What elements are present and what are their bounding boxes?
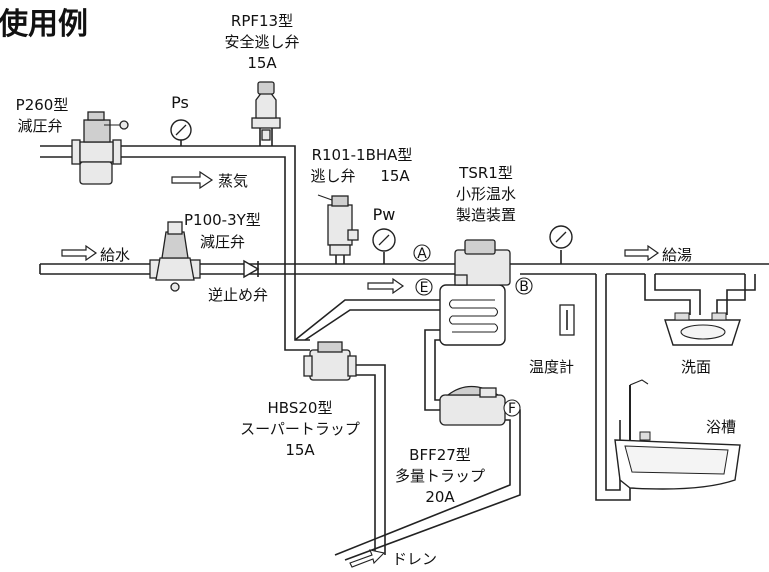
point-e-marker: E [415, 278, 433, 296]
label-p100: P100-3Y型 減圧弁 [184, 211, 261, 251]
label-drain: ドレン [392, 550, 437, 568]
label-tsr1: TSR1型 小形温水 製造装置 [456, 164, 516, 224]
r101-relief-valve [317, 194, 359, 256]
hbs20-steam-trap [303, 341, 357, 381]
flow-arrow-hot-out [624, 244, 660, 262]
label-washbasin: 洗面 [681, 358, 711, 376]
outlet-pressure-gauge [549, 225, 573, 249]
svg-text:減圧弁: 減圧弁 [17, 117, 62, 135]
svg-text:P260型: P260型 [16, 96, 69, 114]
washbasin [664, 312, 741, 346]
point-b-marker: B [515, 277, 533, 295]
point-f-marker: F [503, 399, 521, 417]
rpf13-safety-valve [251, 81, 281, 141]
label-thermometer: 温度計 [529, 358, 574, 376]
svg-text:RPF13型: RPF13型 [231, 12, 293, 30]
svg-text:15A: 15A [285, 441, 315, 459]
tsr1-water-heater [439, 239, 511, 346]
svg-text:逃し弁: 逃し弁 [310, 167, 355, 185]
water-supply-line [39, 250, 745, 275]
ps-pressure-gauge [170, 119, 192, 141]
svg-text:TSR1型: TSR1型 [458, 164, 513, 182]
label-bathtub: 浴槽 [706, 418, 736, 436]
check-valve [243, 259, 260, 279]
svg-text:スーパートラップ: スーパートラップ [240, 420, 360, 438]
pw-pressure-gauge [372, 228, 396, 252]
bff27-float-trap [439, 385, 506, 426]
svg-text:20A: 20A [425, 488, 455, 506]
svg-text:小形温水: 小形温水 [456, 185, 516, 203]
label-r101: R101-1BHA型 逃し弁 15A [310, 146, 412, 185]
svg-text:P100-3Y型: P100-3Y型 [184, 211, 261, 229]
label-check-valve: 逆止め弁 [208, 286, 268, 304]
label-pw: Pw [373, 205, 396, 224]
svg-text:製造装置: 製造装置 [456, 206, 516, 224]
label-p260: P260型 減圧弁 [16, 96, 69, 135]
label-water-in: 給水 [100, 246, 130, 264]
svg-text:R101-1BHA型: R101-1BHA型 [312, 146, 413, 164]
p260-reducing-valve [71, 111, 129, 185]
label-rpf13: RPF13型 安全逃し弁 15A [224, 12, 299, 72]
label-ps: Ps [171, 93, 189, 112]
bathtub [614, 379, 741, 490]
svg-text:B: B [519, 279, 529, 295]
diagram-title: 使用例 [0, 7, 88, 42]
point-a-marker: A [413, 244, 431, 262]
flow-arrow-steam-in [367, 277, 405, 295]
svg-text:15A: 15A [247, 54, 277, 72]
label-bff27: BFF27型 多量トラップ 20A [395, 446, 485, 506]
label-hbs20: HBS20型 スーパートラップ 15A [240, 399, 360, 459]
label-hot-water-out: 給湯 [662, 246, 692, 264]
svg-text:多量トラップ: 多量トラップ [395, 467, 485, 485]
p100-reducing-valve [149, 221, 201, 292]
thermometer-device [559, 304, 575, 336]
svg-text:安全逃し弁: 安全逃し弁 [224, 33, 299, 51]
svg-text:A: A [417, 246, 427, 262]
flow-arrow-drain [349, 549, 386, 568]
svg-text:F: F [508, 401, 516, 417]
svg-text:BFF27型: BFF27型 [409, 446, 471, 464]
svg-text:減圧弁: 減圧弁 [200, 233, 245, 251]
svg-text:HBS20型: HBS20型 [268, 399, 333, 417]
flow-arrow-water-in [61, 244, 98, 262]
label-steam: 蒸気 [218, 172, 248, 190]
steam-line [40, 125, 310, 351]
svg-text:E: E [420, 280, 429, 296]
flow-arrow-steam [171, 170, 214, 190]
drain-line-hbs [350, 364, 386, 555]
svg-text:15A: 15A [380, 167, 410, 185]
